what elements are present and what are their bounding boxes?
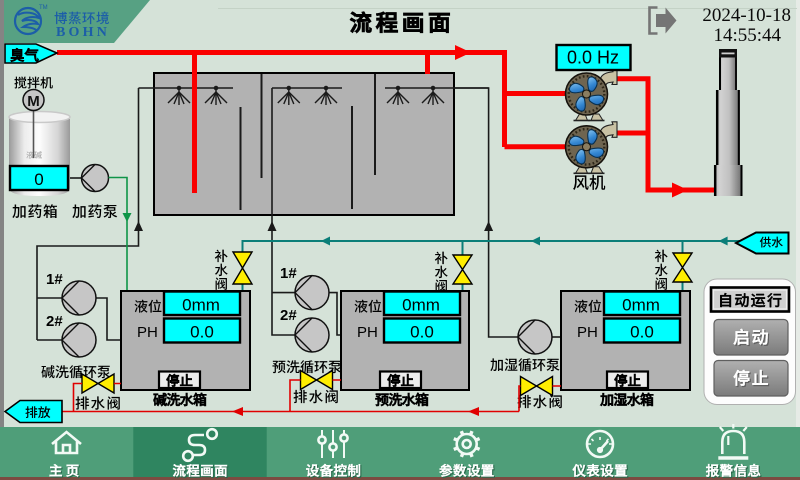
svg-text:0mm: 0mm	[182, 296, 220, 315]
svg-text:1#: 1#	[46, 271, 63, 288]
svg-text:0.0: 0.0	[190, 323, 214, 342]
svg-text:PH: PH	[137, 324, 158, 341]
svg-text:0.0 Hz: 0.0 Hz	[567, 48, 619, 68]
svg-text:0.0: 0.0	[630, 323, 654, 342]
svg-text:2#: 2#	[46, 313, 63, 330]
svg-text:0.0: 0.0	[410, 323, 434, 342]
svg-text:2#: 2#	[280, 307, 297, 324]
svg-text:1#: 1#	[280, 265, 297, 282]
svg-text:BOHN: BOHN	[56, 25, 110, 40]
svg-text:0: 0	[34, 170, 43, 189]
svg-text:0mm: 0mm	[402, 296, 440, 315]
svg-text:2024-10-18: 2024-10-18	[702, 5, 791, 26]
svg-text:14:55:44: 14:55:44	[713, 25, 781, 46]
svg-text:PH: PH	[357, 324, 378, 341]
svg-text:PH: PH	[577, 324, 598, 341]
svg-text:0mm: 0mm	[622, 296, 660, 315]
svg-text:M: M	[27, 93, 40, 110]
svg-text:TM: TM	[39, 5, 48, 11]
